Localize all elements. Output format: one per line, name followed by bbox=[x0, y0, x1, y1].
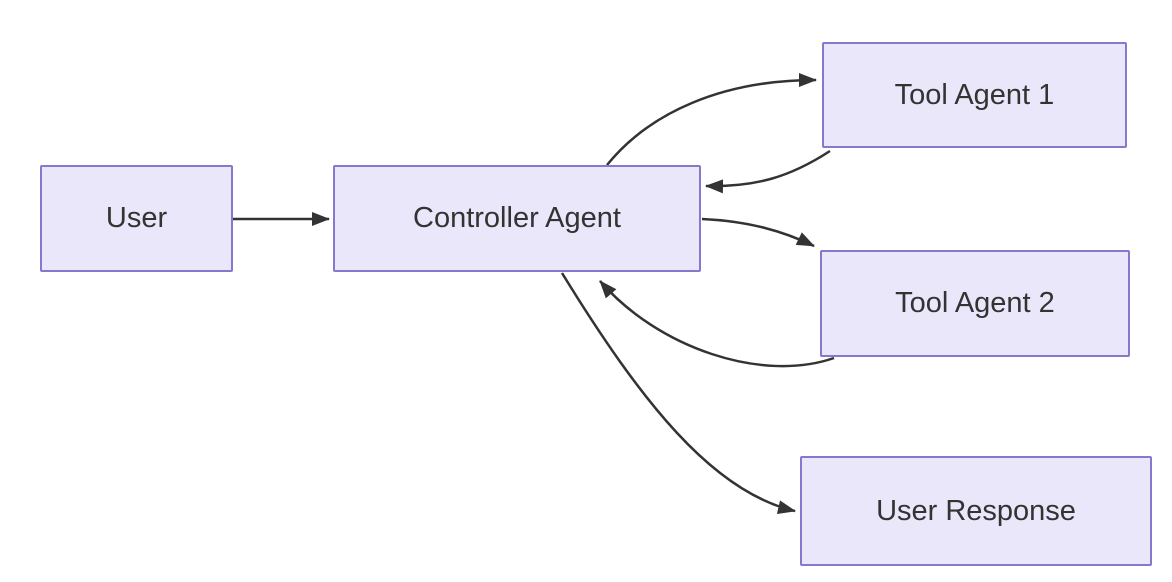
edge-tool2-to-controller bbox=[599, 280, 835, 368]
edge-tool1-to-controller bbox=[705, 149, 831, 194]
node-user-response: User Response bbox=[800, 456, 1152, 566]
edge-controller-to-tool1 bbox=[606, 73, 817, 166]
node-tool-agent-1: Tool Agent 1 bbox=[822, 42, 1127, 148]
node-tool-agent-2-label: Tool Agent 2 bbox=[895, 287, 1055, 319]
node-user: User bbox=[40, 165, 233, 272]
node-tool-agent-1-label: Tool Agent 1 bbox=[894, 78, 1055, 111]
edge-controller-to-tool2 bbox=[701, 217, 815, 248]
node-tool-agent-2: Tool Agent 2 bbox=[820, 250, 1130, 357]
node-controller-agent: Controller Agent bbox=[333, 165, 701, 272]
node-user-label: User bbox=[105, 202, 168, 234]
node-user-response-label: User Response bbox=[876, 494, 1076, 527]
node-controller-agent-label: Controller Agent bbox=[413, 202, 621, 234]
edge-controller-to-user-response bbox=[560, 272, 796, 515]
